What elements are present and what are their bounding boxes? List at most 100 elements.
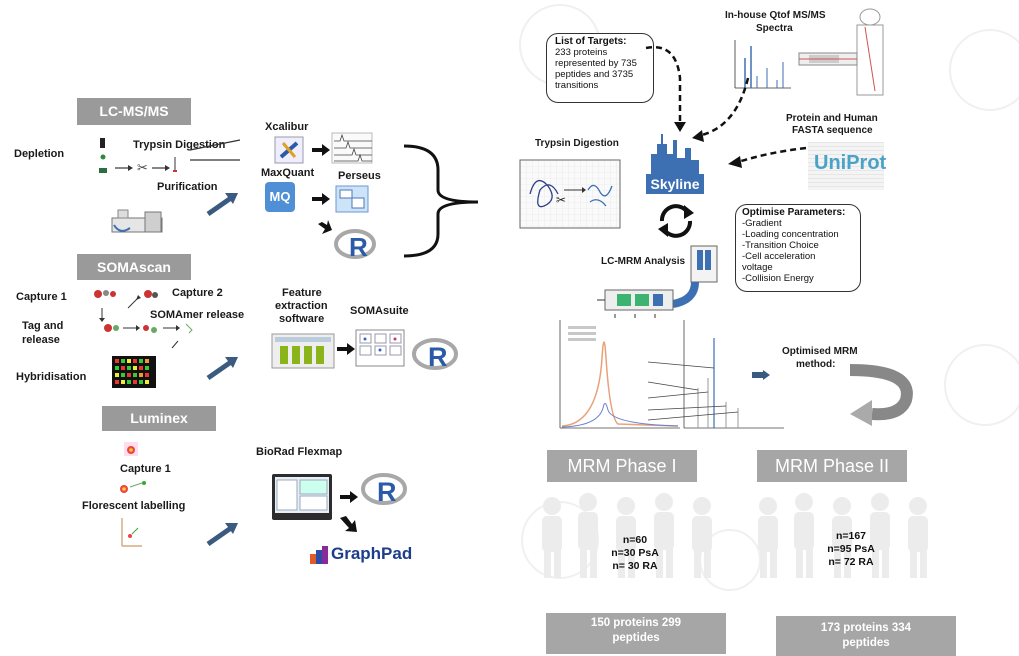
- dashed-flow-arrows: [645, 45, 807, 168]
- florescent-labelling-label: Florescent labelling: [82, 500, 186, 512]
- capture2-label: Capture 2: [172, 287, 223, 299]
- lcms-to-tools-arrow: [206, 193, 238, 217]
- perseus-label: Perseus: [338, 170, 381, 182]
- somamer-release-label: SOMAmer release: [150, 309, 245, 321]
- phase-1-result: 150 proteins 299 peptides: [546, 613, 726, 654]
- luminex-to-tools-arrow: [206, 523, 238, 547]
- trypsin-digestion-icon: ✂: [519, 159, 621, 229]
- capture1-label: Capture 1: [16, 291, 67, 303]
- targets-title: List of Targets:: [555, 36, 627, 47]
- feature-extraction-label-1: Feature: [282, 287, 322, 299]
- optimise-item-5: voltage: [742, 262, 773, 273]
- mrm-phase-1-label: MRM Phase I: [547, 450, 697, 482]
- tag-release-label-2: release: [22, 334, 60, 346]
- arrow-right-icon: [312, 193, 330, 205]
- somascan-workflow-icons: [94, 290, 193, 349]
- feature-extraction-label-2: extraction: [275, 300, 328, 312]
- feature-extraction-icon: [271, 333, 335, 369]
- hybridisation-label: Hybridisation: [16, 371, 87, 383]
- qtof-instrument-icon: [798, 8, 884, 96]
- targets-line3: peptides and 3735: [555, 69, 634, 80]
- purification-label: Purification: [157, 181, 218, 193]
- somascan-banner: SOMAscan: [77, 254, 191, 280]
- phase-2-result-line2: peptides: [842, 637, 890, 649]
- refresh-cycle-icon: [658, 204, 694, 238]
- arrow-down-right-icon: [318, 220, 332, 234]
- targets-box: List of Targets: 233 proteins represente…: [546, 33, 654, 103]
- skyline-logo-icon: [651, 134, 699, 174]
- mrm-phase-2-label: MRM Phase II: [757, 450, 907, 482]
- optimise-title: Optimise Parameters:: [742, 207, 846, 218]
- luminex-capture1-label: Capture 1: [120, 463, 171, 475]
- phase-2-cohort: n=167 n=95 PsA n= 72 RA: [806, 530, 896, 569]
- luminex-banner: Luminex: [102, 406, 216, 431]
- optimised-mrm-label-2: method:: [796, 359, 836, 370]
- optimise-item-3: -Transition Choice: [742, 240, 819, 251]
- arrow-right-icon: [337, 343, 355, 355]
- arrow-down-right-icon: [340, 516, 357, 532]
- lcmrm-instrument-icon: [597, 245, 718, 320]
- phase-2-psa: n=95 PsA: [827, 543, 875, 555]
- biorad-screen-icon: [272, 474, 332, 520]
- r-logo-lcms: R: [334, 228, 379, 264]
- curved-return-arrow: [849, 364, 913, 426]
- svg-text:✂: ✂: [556, 193, 566, 207]
- luminex-bead-icon: [124, 442, 138, 456]
- phase-1-n: n=60: [622, 534, 648, 546]
- phase-2-ra: n= 72 RA: [828, 556, 874, 568]
- phase-1-result-line2: peptides: [612, 632, 660, 644]
- phase-1-cohort: n=60 n=30 PsA n= 30 RA: [590, 534, 680, 573]
- graphpad-logo-text: GraphPad: [331, 544, 413, 563]
- phase-2-result: 173 proteins 334 peptides: [776, 616, 956, 656]
- fasta-label-2: FASTA sequence: [792, 125, 873, 136]
- soma-to-tools-arrow: [206, 357, 238, 381]
- arrow-right-icon: [752, 370, 770, 380]
- lcmrm-label: LC-MRM Analysis: [601, 256, 686, 267]
- optimise-item-4: -Cell acceleration: [742, 251, 816, 262]
- xcalibur-label: Xcalibur: [265, 121, 309, 133]
- phase-2-result-line1: 173 proteins 334: [820, 622, 912, 634]
- optimise-item-2: -Loading concentration: [742, 229, 839, 240]
- mrm-chromatogram-chart: [548, 318, 786, 434]
- microarray-icon: [112, 356, 156, 388]
- merge-brace: [403, 144, 479, 258]
- skyline-label: Skyline: [646, 174, 704, 194]
- fasta-label-1: Protein and Human: [786, 113, 878, 124]
- maxquant-label: MaxQuant: [261, 167, 315, 179]
- r-logo-luminex: R: [361, 472, 410, 510]
- phase-1-result-line1: 150 proteins 299: [590, 617, 682, 629]
- targets-line4: transitions: [555, 80, 599, 91]
- lcms-banner: LC-MS/MS: [77, 98, 191, 125]
- optimise-item-1: -Gradient: [742, 218, 782, 229]
- spectra-chart-icon: [331, 132, 373, 164]
- people-group-icon-2: [758, 493, 928, 578]
- feature-extraction-label-3: software: [279, 313, 325, 325]
- targets-line2: represented by 735: [555, 58, 637, 69]
- perseus-icon: [335, 185, 369, 213]
- phase-1-ra: n= 30 RA: [612, 560, 658, 572]
- maxquant-logo: MQ: [265, 182, 295, 212]
- targets-line1: 233 proteins: [555, 47, 608, 58]
- phase-2-n: n=167: [835, 530, 867, 542]
- lcms-workflow-icons: ✂: [99, 138, 241, 233]
- qtof-label-2: Spectra: [756, 23, 793, 34]
- qtof-label-1: In-house Qtof MS/MS: [725, 10, 826, 21]
- optimise-item-6: -Collision Energy: [742, 273, 814, 284]
- somasuite-icon: [355, 329, 405, 367]
- tag-release-label-1: Tag and: [22, 320, 64, 332]
- luminex-detect-icon: [121, 518, 142, 547]
- xcalibur-icon: [274, 136, 304, 164]
- svg-text:✂: ✂: [137, 160, 148, 175]
- r-logo-soma: R: [412, 337, 461, 375]
- optimise-params-box: Optimise Parameters: -Gradient -Loading …: [735, 204, 861, 292]
- arrow-right-icon: [340, 491, 358, 503]
- depletion-label: Depletion: [14, 148, 65, 160]
- graphpad-icon: [310, 546, 328, 564]
- uniprot-logo: UniProt: [808, 142, 886, 190]
- phase-1-psa: n=30 PsA: [611, 547, 659, 559]
- somasuite-label: SOMAsuite: [350, 305, 409, 317]
- arrow-right-icon: [312, 144, 330, 156]
- luminex-bead-icon-2: [120, 481, 146, 493]
- people-group-icon-1: [542, 493, 712, 578]
- biorad-label: BioRad Flexmap: [256, 446, 343, 458]
